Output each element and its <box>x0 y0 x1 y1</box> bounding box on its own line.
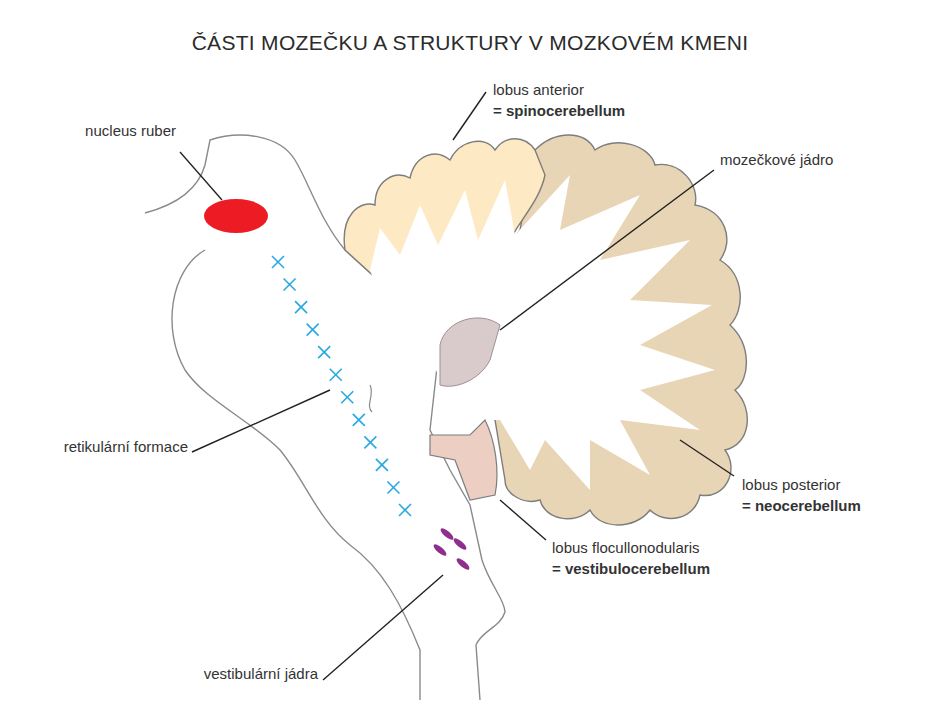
part-label: lobus flocullonodularis <box>552 538 700 558</box>
part-label: vestibulární jádra <box>204 664 318 684</box>
part-label: = vestibulocerebellum <box>552 559 710 579</box>
white-matter <box>370 175 715 490</box>
part-label: = neocerebellum <box>742 496 861 516</box>
part-label: nucleus ruber <box>85 121 176 141</box>
diagram-title: ČÁSTI MOZEČKU A STRUKTURY V MOZKOVÉM KME… <box>0 30 940 56</box>
part-label: = spinocerebellum <box>493 101 625 121</box>
part-label: mozečkové jádro <box>720 150 833 170</box>
reticular-formation <box>272 256 411 516</box>
part-label: retikulární formace <box>64 437 188 457</box>
cerebellar-nucleus <box>440 318 500 386</box>
leader-lines <box>180 92 734 680</box>
nucleus-ruber <box>204 199 268 233</box>
brainstem-outline <box>369 385 372 412</box>
brainstem-outline <box>172 250 420 700</box>
flocculonodular-lobe <box>430 420 497 500</box>
part-label: lobus posterior <box>742 475 840 495</box>
vestibular-nuclei <box>432 527 471 572</box>
part-label: lobus anterior <box>493 80 584 100</box>
